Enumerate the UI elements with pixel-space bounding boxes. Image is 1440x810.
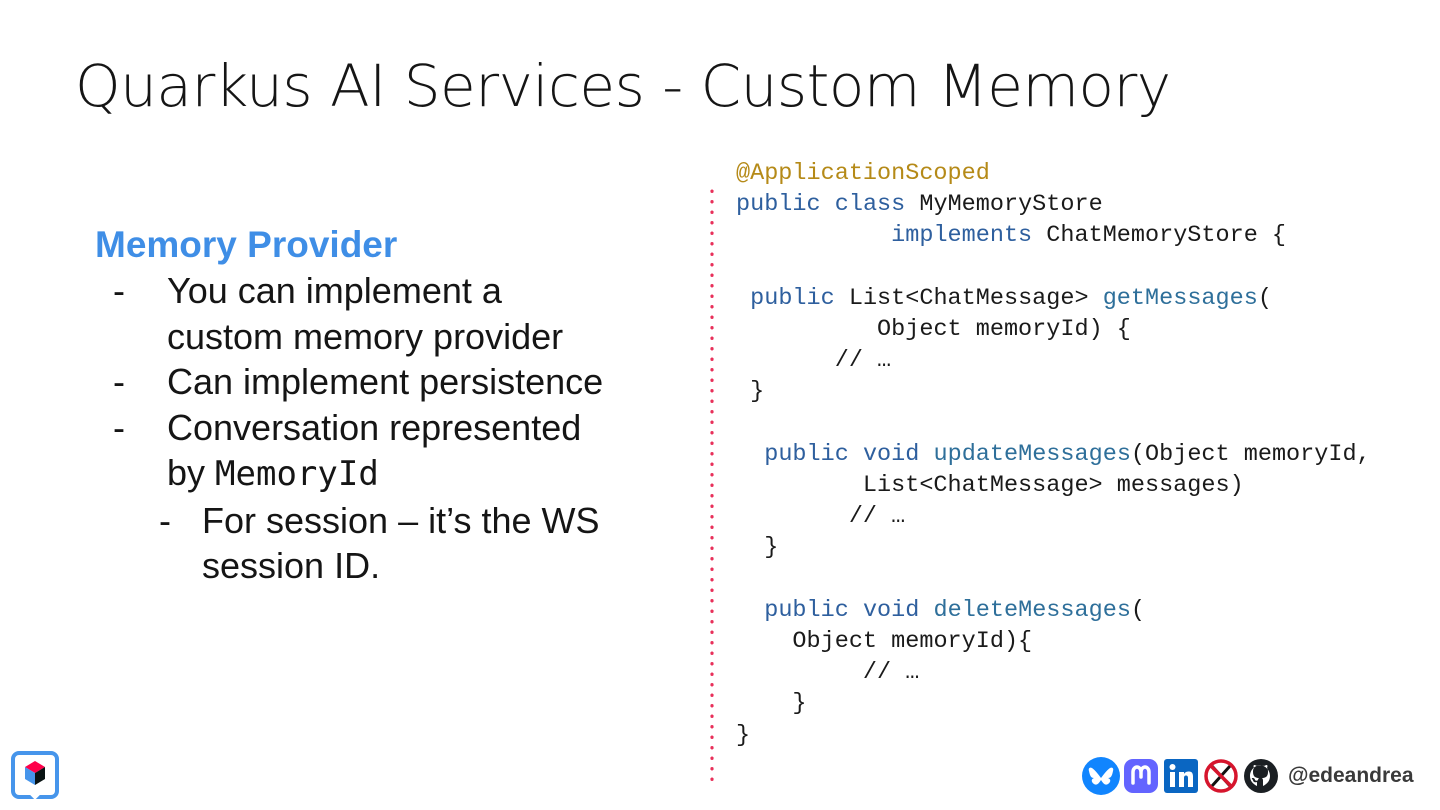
bullet-list: - You can implement a custom memory prov… <box>95 268 655 589</box>
sub-bullet-list: - For session – it’s the WS session ID. <box>159 498 655 589</box>
code-type: List<ChatMessage> <box>848 284 1089 312</box>
bullet-item: - Can implement persistence <box>95 359 655 405</box>
x-icon[interactable] <box>1202 757 1240 795</box>
quarkus-logo-icon <box>11 751 59 800</box>
code-brace: } <box>736 721 751 749</box>
code-param: Object memoryId){ <box>792 628 1033 656</box>
bullet-item: - Conversation represented by MemoryId -… <box>95 405 655 589</box>
code-comment: // … <box>848 503 906 531</box>
code-block: @ApplicationScoped public class MyMemory… <box>736 158 1371 751</box>
mastodon-icon[interactable] <box>1122 757 1160 795</box>
bullet-dash: - <box>113 270 125 311</box>
code-keyword: public <box>736 191 821 219</box>
social-handle: @edeandrea <box>1288 764 1414 787</box>
code-interface: ChatMemoryStore { <box>1046 222 1287 250</box>
code-brace: } <box>792 690 807 718</box>
github-icon[interactable] <box>1242 757 1280 795</box>
bullet-text: session ID. <box>202 545 381 586</box>
bullet-text: You can implement a <box>167 270 502 311</box>
inline-code: MemoryId <box>215 454 379 494</box>
code-method: updateMessages <box>933 440 1131 468</box>
code-paren: ( <box>1130 596 1146 624</box>
dotted-divider <box>710 186 714 781</box>
sub-bullet-item: - For session – it’s the WS session ID. <box>159 498 655 589</box>
code-keyword: void <box>862 440 920 468</box>
code-brace: } <box>750 378 765 406</box>
bullet-dash: - <box>159 499 171 541</box>
bullet-text: Conversation represented <box>167 406 582 448</box>
left-column: Memory Provider - You can implement a cu… <box>95 222 655 589</box>
code-param: List<ChatMessage> messages) <box>862 472 1244 500</box>
bullet-dash: - <box>113 361 125 402</box>
code-keyword: public <box>764 596 849 624</box>
code-keyword: public <box>764 440 849 468</box>
bullet-text-prefix: by <box>167 452 216 493</box>
code-param: Object memoryId) { <box>877 316 1131 344</box>
code-keyword: class <box>834 191 906 219</box>
code-keyword: void <box>862 596 920 624</box>
code-paren: ( <box>1257 284 1272 312</box>
bullet-text: For session – it’s the WS <box>202 499 600 541</box>
social-links: @edeandrea <box>1082 756 1414 796</box>
bullet-text: Can implement persistence <box>167 361 604 402</box>
code-keyword: implements <box>891 222 1033 250</box>
code-method: deleteMessages <box>933 596 1131 624</box>
section-heading: Memory Provider <box>95 224 398 265</box>
bullet-text: by MemoryId <box>167 450 655 498</box>
slide-title: Quarkus AI Services - Custom Memory <box>75 52 1171 120</box>
bullet-dash: - <box>113 406 125 448</box>
linkedin-icon[interactable] <box>1162 757 1200 795</box>
code-class-name: MyMemoryStore <box>919 191 1103 219</box>
code-comment: // … <box>834 347 892 375</box>
code-comment: // … <box>862 659 920 687</box>
bluesky-icon[interactable] <box>1082 757 1120 795</box>
code-annotation: @ApplicationScoped <box>736 160 990 187</box>
code-param: (Object memoryId, <box>1130 440 1371 468</box>
code-method: getMessages <box>1102 284 1258 312</box>
code-keyword: public <box>750 284 835 312</box>
bullet-text: custom memory provider <box>167 315 564 357</box>
code-brace: } <box>764 534 779 562</box>
bullet-item: - You can implement a custom memory prov… <box>95 268 655 359</box>
